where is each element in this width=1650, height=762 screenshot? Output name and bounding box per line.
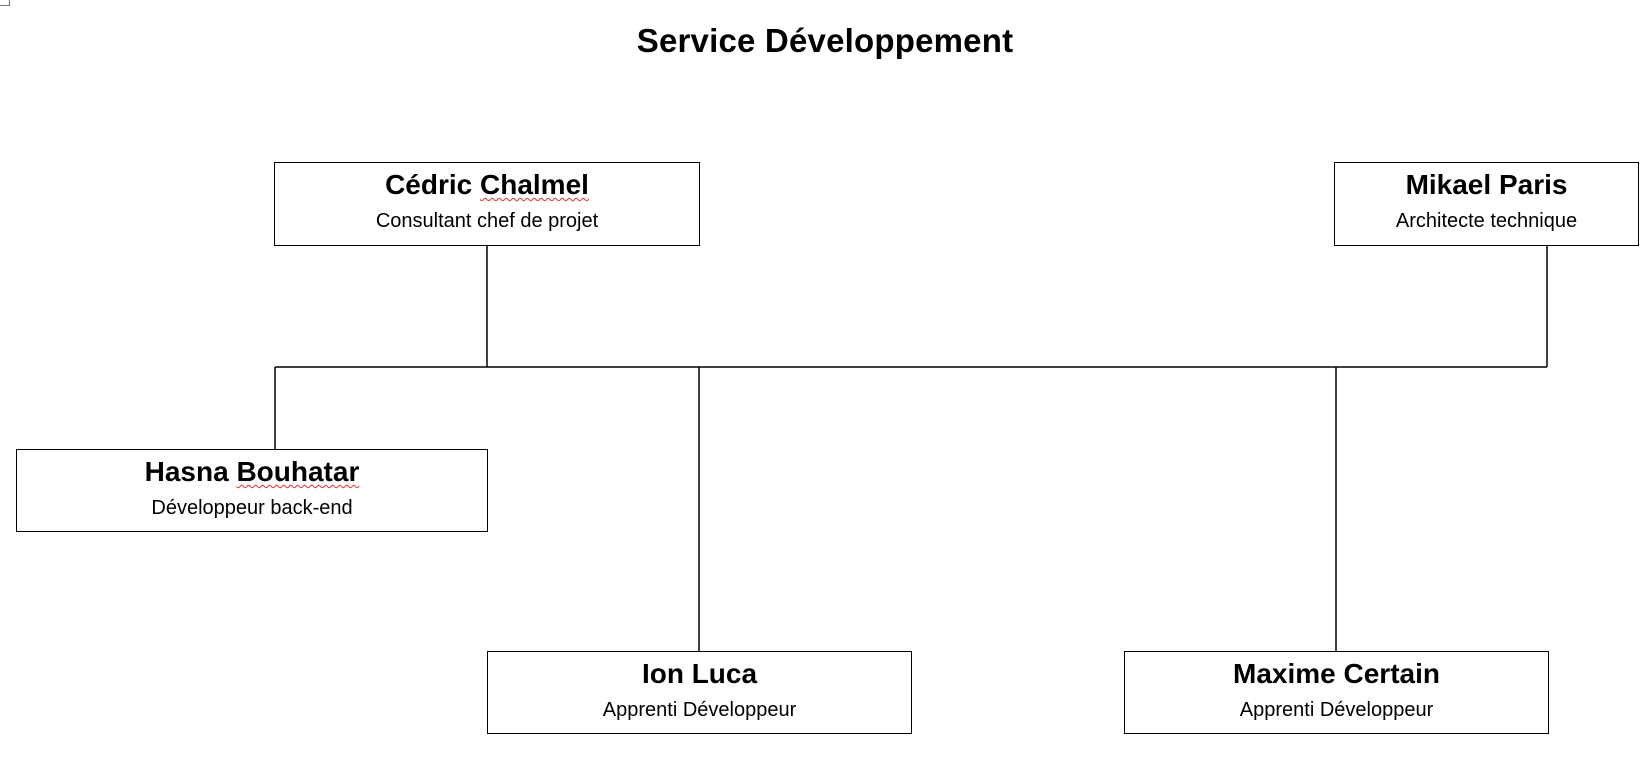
node-role: Apprenti Développeur bbox=[602, 699, 797, 721]
node-role: Apprenti Développeur bbox=[1239, 699, 1434, 721]
node-hasna-bouhatar: Hasna Bouhatar Développeur back-end bbox=[16, 449, 488, 532]
node-name: Ion Luca bbox=[641, 658, 758, 689]
node-name: Cédric Chalmel bbox=[385, 169, 589, 200]
node-role: Développeur back-end bbox=[151, 497, 353, 519]
node-mikael-paris: Mikael Paris Architecte technique bbox=[1334, 162, 1639, 246]
node-role: Consultant chef de projet bbox=[375, 210, 599, 232]
node-role: Architecte technique bbox=[1395, 210, 1578, 232]
node-name: Mikael Paris bbox=[1405, 169, 1568, 200]
node-cedric-chalmel: Cédric Chalmel Consultant chef de projet bbox=[274, 162, 700, 246]
node-maxime-certain: Maxime Certain Apprenti Développeur bbox=[1124, 651, 1549, 734]
diagram-title: Service Développement bbox=[636, 22, 1014, 59]
node-ion-luca: Ion Luca Apprenti Développeur bbox=[487, 651, 912, 734]
node-name: Maxime Certain bbox=[1233, 658, 1440, 689]
checkbox-icon bbox=[0, 0, 10, 6]
node-name: Hasna Bouhatar bbox=[144, 456, 360, 487]
